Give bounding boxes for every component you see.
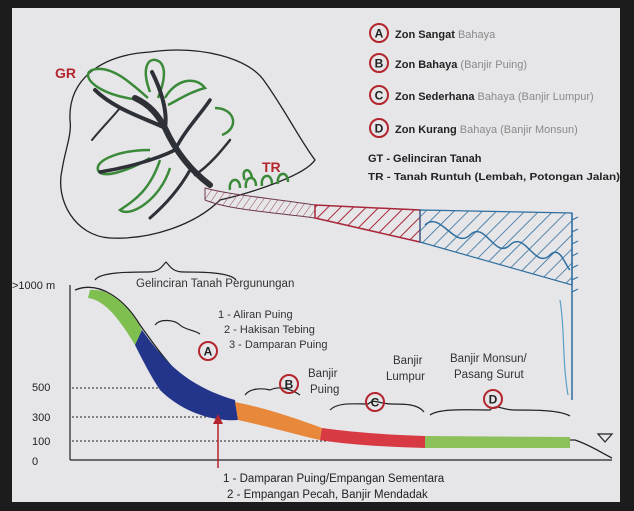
elevation-label-0: 0 [32, 456, 38, 468]
zone-d-label-line1: Banjir Monsun/ [450, 353, 528, 365]
process-item-2: 2 - Hakisan Tebing [224, 324, 315, 336]
elevation-label-1000: >1000 m [12, 280, 55, 292]
zone-d-name: Zon Kurang Bahaya (Banjir Monsun) [395, 124, 578, 136]
bottom-note-1: 1 - Damparan Puing/Empangan Sementara [223, 473, 445, 485]
zone-b-marker-letter: B [285, 378, 294, 392]
zone-a-marker-letter: A [204, 345, 213, 359]
process-item-1: 1 - Aliran Puing [218, 309, 293, 321]
zone-c-marker-letter: C [371, 396, 380, 410]
zone-b-label-line1: Banjir [308, 368, 338, 380]
elevation-label-300: 300 [32, 412, 50, 424]
zone-c-label-line1: Banjir [393, 355, 423, 367]
zone-c-letter: C [375, 89, 384, 103]
zone-d-marker-letter: D [489, 393, 498, 407]
zone-b-label-line2: Puing [310, 384, 339, 396]
legend-tr-text: TR - Tanah Runtuh (Lembah, Potongan Jala… [368, 171, 620, 183]
zone-a-name: Zon Sangat Bahaya [395, 29, 496, 41]
zone-d-letter: D [375, 122, 384, 136]
zone-d-label-line2: Pasang Surut [454, 369, 524, 381]
tr-label: TR [262, 159, 281, 175]
gr-label: GR [55, 65, 76, 81]
zone-a-letter: A [375, 27, 384, 41]
profile-title: Gelinciran Tanah Pergunungan [136, 278, 294, 290]
process-item-3: 3 - Damparan Puing [229, 339, 327, 351]
zone-c-name: Zon Sederhana Bahaya (Banjir Lumpur) [395, 91, 594, 103]
zone-b-name: Zon Bahaya (Banjir Puing) [395, 59, 527, 71]
elevation-label-100: 100 [32, 436, 50, 448]
elevation-label-500: 500 [32, 382, 50, 394]
zone-c-label-line2: Lumpur [386, 371, 425, 383]
bottom-note-2: 2 - Empangan Pecah, Banjir Mendadak [227, 489, 428, 501]
segment-light-green [425, 436, 570, 448]
zone-b-letter: B [375, 57, 384, 71]
legend-gt-text: GT - Gelinciran Tanah [368, 153, 482, 165]
